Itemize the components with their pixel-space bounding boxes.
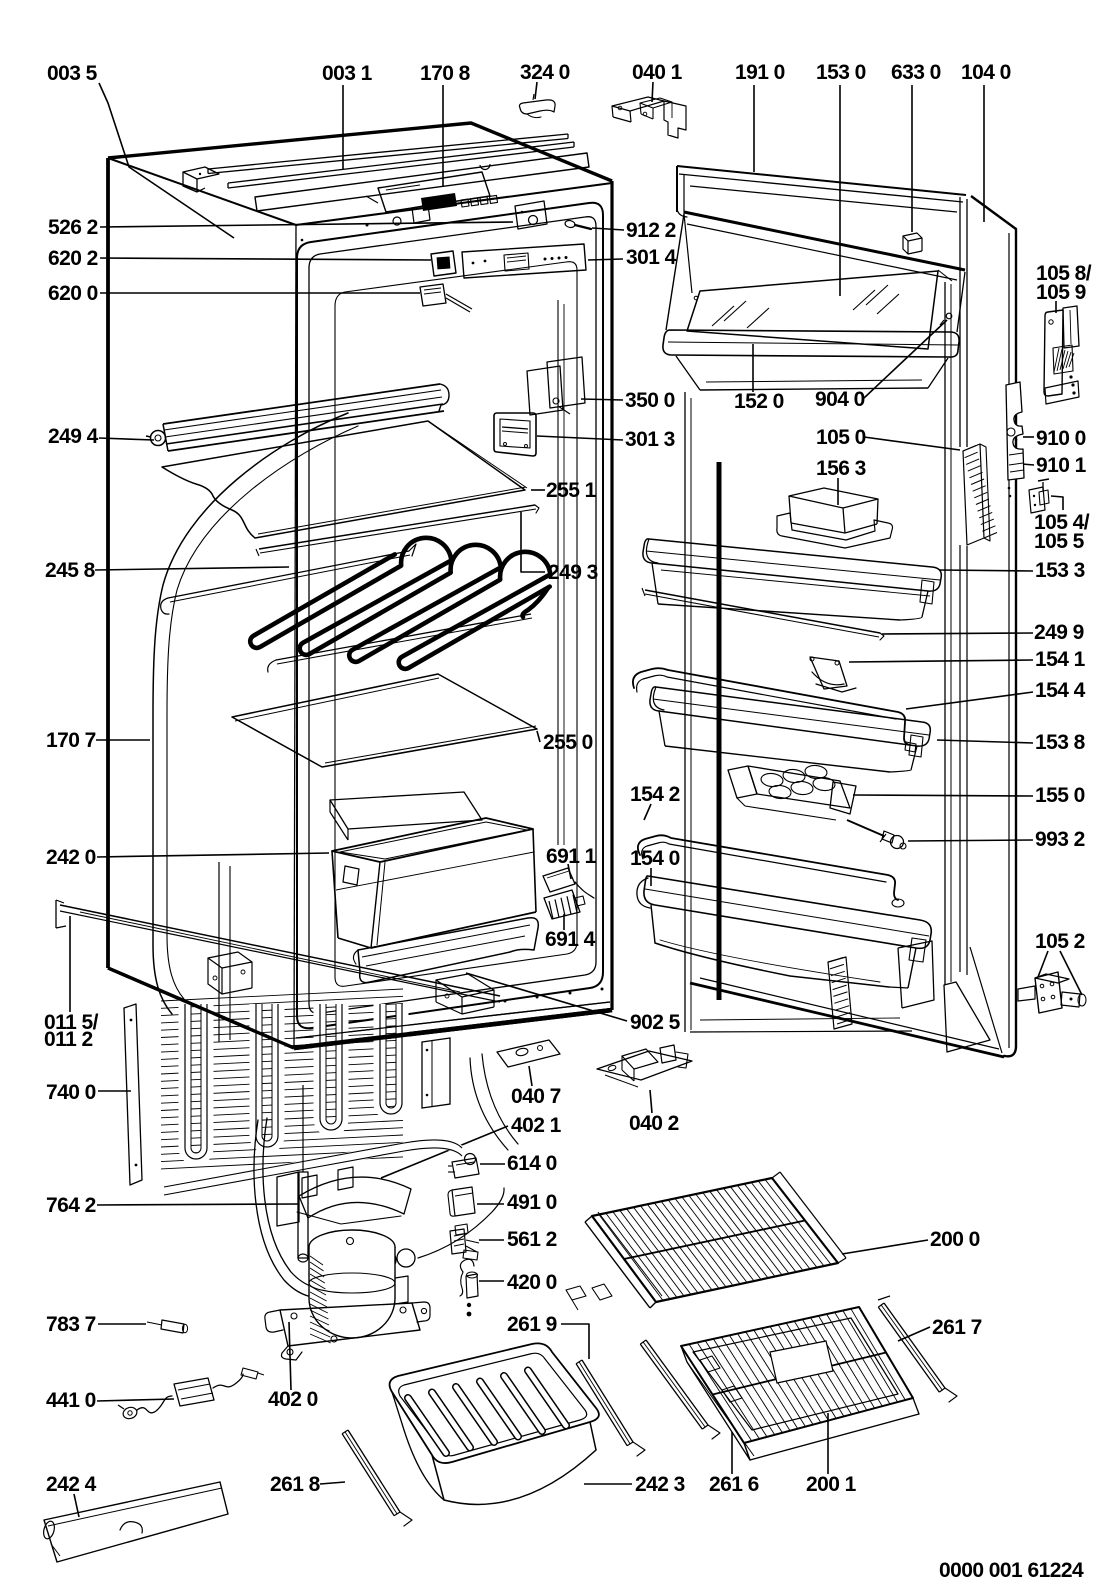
svg-text:105 9: 105 9 <box>1036 281 1086 304</box>
svg-text:620 0: 620 0 <box>48 282 98 305</box>
svg-text:740 0: 740 0 <box>46 1081 96 1104</box>
svg-text:255 0: 255 0 <box>543 731 593 754</box>
svg-text:620 2: 620 2 <box>48 247 98 270</box>
svg-text:105 4/: 105 4/ <box>1034 511 1090 534</box>
svg-text:420 0: 420 0 <box>507 1271 557 1294</box>
svg-text:902 5: 902 5 <box>630 1011 681 1034</box>
svg-text:104 0: 104 0 <box>961 61 1011 84</box>
svg-text:261 9: 261 9 <box>507 1313 557 1336</box>
svg-text:764 2: 764 2 <box>46 1194 96 1217</box>
svg-text:261 6: 261 6 <box>709 1473 759 1496</box>
svg-text:402 0: 402 0 <box>268 1388 318 1411</box>
svg-text:200 0: 200 0 <box>930 1228 980 1251</box>
svg-text:154 2: 154 2 <box>630 783 680 806</box>
svg-text:783 7: 783 7 <box>46 1313 96 1336</box>
svg-text:040 7: 040 7 <box>511 1085 561 1108</box>
svg-text:200 1: 200 1 <box>806 1473 857 1496</box>
svg-text:011 5/: 011 5/ <box>44 1011 99 1034</box>
svg-text:249 3: 249 3 <box>548 561 598 584</box>
svg-text:249 9: 249 9 <box>1034 621 1084 644</box>
svg-text:301 3: 301 3 <box>625 428 675 451</box>
svg-text:154 0: 154 0 <box>630 847 680 870</box>
svg-text:040 1: 040 1 <box>632 61 683 84</box>
svg-text:170 8: 170 8 <box>420 62 471 85</box>
svg-text:301 4: 301 4 <box>626 246 677 269</box>
svg-text:350 0: 350 0 <box>625 389 675 412</box>
svg-text:155 0: 155 0 <box>1035 784 1085 807</box>
svg-text:105 2: 105 2 <box>1035 930 1085 953</box>
svg-text:191 0: 191 0 <box>735 61 785 84</box>
svg-text:154 1: 154 1 <box>1035 648 1086 671</box>
svg-text:633 0: 633 0 <box>891 61 941 84</box>
svg-text:040 2: 040 2 <box>629 1112 679 1135</box>
svg-text:003 1: 003 1 <box>322 62 373 85</box>
svg-text:105 5: 105 5 <box>1034 530 1085 553</box>
svg-text:154 4: 154 4 <box>1035 679 1086 702</box>
svg-text:324 0: 324 0 <box>520 61 570 84</box>
svg-text:910 0: 910 0 <box>1036 427 1086 450</box>
svg-text:441 0: 441 0 <box>46 1389 96 1412</box>
svg-text:242 3: 242 3 <box>635 1473 685 1496</box>
svg-text:0000 001 61224: 0000 001 61224 <box>939 1559 1084 1582</box>
svg-text:245 8: 245 8 <box>45 559 96 582</box>
svg-text:904 0: 904 0 <box>815 388 865 411</box>
svg-text:242 0: 242 0 <box>46 846 96 869</box>
svg-text:255 1: 255 1 <box>546 479 597 502</box>
svg-text:105 8/: 105 8/ <box>1036 262 1092 285</box>
svg-text:261 7: 261 7 <box>932 1316 982 1339</box>
svg-text:491 0: 491 0 <box>507 1191 557 1214</box>
svg-text:156 3: 156 3 <box>816 457 866 480</box>
svg-text:105 0: 105 0 <box>816 426 866 449</box>
svg-text:153 0: 153 0 <box>816 61 866 84</box>
svg-text:242 4: 242 4 <box>46 1473 97 1496</box>
svg-text:249 4: 249 4 <box>48 425 99 448</box>
svg-text:993 2: 993 2 <box>1035 828 1085 851</box>
svg-text:153 8: 153 8 <box>1035 731 1086 754</box>
svg-text:170 7: 170 7 <box>46 729 96 752</box>
svg-text:003 5: 003 5 <box>47 62 98 85</box>
svg-text:152 0: 152 0 <box>734 390 784 413</box>
svg-text:402 1: 402 1 <box>511 1114 562 1137</box>
svg-text:561 2: 561 2 <box>507 1228 557 1251</box>
svg-text:691 1: 691 1 <box>546 845 597 868</box>
svg-text:691 4: 691 4 <box>545 928 596 951</box>
svg-text:910 1: 910 1 <box>1036 454 1087 477</box>
svg-text:912 2: 912 2 <box>626 219 676 242</box>
svg-text:526 2: 526 2 <box>48 216 98 239</box>
svg-text:153 3: 153 3 <box>1035 559 1085 582</box>
svg-text:261 8: 261 8 <box>270 1473 321 1496</box>
svg-text:011 2: 011 2 <box>44 1028 93 1051</box>
svg-text:614 0: 614 0 <box>507 1152 557 1175</box>
